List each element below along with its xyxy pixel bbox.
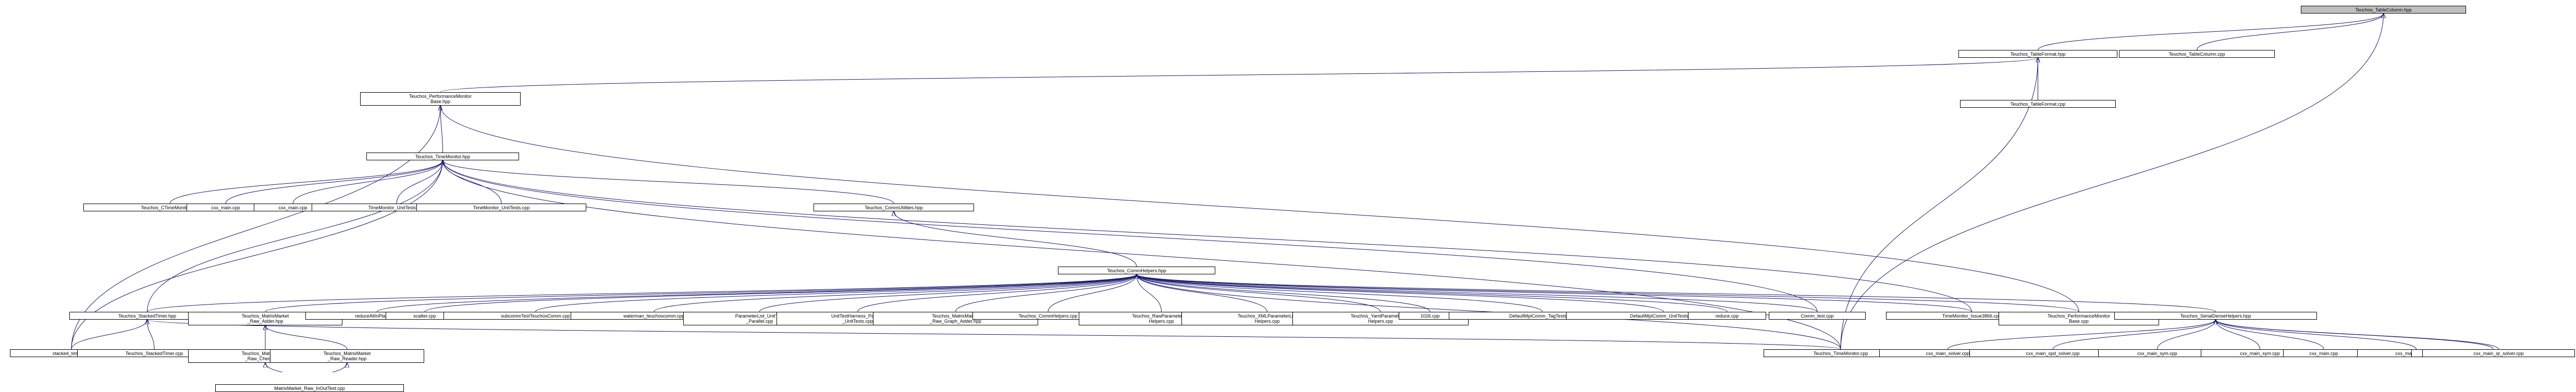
node-cxx-main-qr-solver-cpp[interactable]: cxx_main_qr_solver.cpp <box>2422 349 2575 357</box>
edge-performance-monitor-base-cpp-to-performance-monitor-base-hpp <box>440 106 2079 312</box>
edge-cxx-main-cpp-2-to-time-monitor-hpp <box>292 160 443 204</box>
node-cxx-main-sym-cpp-1[interactable]: cxx_main_sym.cpp <box>2098 349 2216 357</box>
edge-comm-test-cpp-to-time-monitor-hpp <box>443 160 1818 312</box>
edge-cxx-main-spd-solver-cpp-to-serial-dense-helpers-hpp <box>2052 320 2216 350</box>
edge-table-column-cpp-to-table-column-hpp <box>2197 14 2384 50</box>
edge-stacked-timer-hpp-to-time-monitor-hpp <box>147 160 443 312</box>
edge-waterman-teuchoscomm-cpp-to-comm-helpers-hpp <box>654 274 1137 312</box>
edge-1026-cpp-to-comm-helpers-hpp <box>1137 274 1431 312</box>
edge-ctime-monitor-cpp-to-time-monitor-hpp <box>169 160 443 204</box>
edge-time-monitor-issue-3866-cpp-to-comm-helpers-hpp <box>1137 274 1972 312</box>
edge-cxx-main-solver-cpp-to-serial-dense-helpers-hpp <box>1948 320 2216 350</box>
edge-stacked-timer-cpp-2-to-stacked-timer-hpp <box>147 320 155 350</box>
edge-cxx-main-band-cpp-to-serial-dense-helpers-hpp <box>2216 320 2417 350</box>
edge-time-monitor-cpp-to-table-column-hpp <box>1840 14 2384 350</box>
edge-cxx-main-sym-cpp-1-to-serial-dense-helpers-hpp <box>2157 320 2216 350</box>
node-table-column-hpp: Teuchos_TableColumn.hpp <box>2301 6 2466 14</box>
edge-comm-test-cpp-to-comm-helpers-hpp <box>1137 274 1818 312</box>
edge-unit-test-harness-parallel-cpp-to-comm-helpers-hpp <box>857 274 1137 312</box>
edge-cxx-main-qr-solver-cpp-to-serial-dense-helpers-hpp <box>2216 320 2499 350</box>
edge-cxx-main-cpp-3-to-serial-dense-helpers-hpp <box>2216 320 2324 350</box>
node-reduce-cpp[interactable]: reduce.cpp <box>1688 312 1766 320</box>
node-comm-helpers-hpp[interactable]: Teuchos_CommHelpers.hpp <box>1058 267 1215 274</box>
node-table-column-cpp[interactable]: Teuchos_TableColumn.cpp <box>2119 50 2275 58</box>
node-table-format-hpp[interactable]: Teuchos_TableFormat.hpp <box>1958 50 2117 58</box>
edge-matrix-market-raw-graph-adder-hpp-to-comm-helpers-hpp <box>955 274 1137 312</box>
edge-matrix-market-raw-in-out-test-cpp-to-matrix-market-raw-checker-hpp <box>265 363 284 372</box>
edge-raw-parameter-list-helpers-cpp-to-comm-helpers-hpp <box>1137 274 1162 312</box>
edge-serial-dense-helpers-hpp-to-comm-helpers-hpp <box>1137 274 2216 312</box>
node-comm-utilities-hpp[interactable]: Teuchos_CommUtilities.hpp <box>814 204 974 211</box>
node-cxx-main-cpp-1[interactable]: cxx_main.cpp <box>187 204 265 211</box>
edge-scatter-cpp-to-comm-helpers-hpp <box>424 274 1137 312</box>
edge-matrix-market-raw-adder-hpp-to-comm-helpers-hpp <box>265 274 1137 312</box>
edge-comm-helpers-hpp-to-comm-utilities-hpp <box>894 211 1137 267</box>
edge-performance-monitor-base-cpp-to-comm-helpers-hpp <box>1137 274 2079 312</box>
edge-comm-utilities-hpp-to-time-monitor-hpp <box>443 160 894 204</box>
edge-default-mpi-comm-tag-tests-cpp-to-comm-helpers-hpp <box>1137 274 1543 312</box>
node-cxx-main-cpp-3[interactable]: cxx_main.cpp <box>2283 349 2364 357</box>
edge-reduce-all-in-place-cpp-to-comm-helpers-hpp <box>377 274 1137 312</box>
edge-matrix-market-raw-reader-hpp-to-matrix-market-raw-adder-hpp <box>265 325 348 350</box>
edge-comm-helpers-cpp-to-comm-helpers-hpp <box>1047 274 1137 312</box>
node-matrix-market-raw-in-out-test-cpp[interactable]: MatrixMarket_Raw_InOutTest.cpp <box>215 384 404 392</box>
edge-default-mpi-comm-unit-tests-cpp-to-comm-helpers-hpp <box>1137 274 1664 312</box>
edge-layer <box>71 0 2499 372</box>
edge-table-format-hpp-to-table-column-hpp <box>2038 14 2384 50</box>
node-serial-dense-helpers-hpp[interactable]: Teuchos_SerialDenseHelpers.hpp <box>2114 312 2317 320</box>
edge-time-monitor-issue-3866-cpp-to-time-monitor-hpp <box>443 160 1972 312</box>
edge-stacked-timer-cpp-1-to-performance-monitor-base-hpp <box>71 106 440 350</box>
node-time-monitor-unit-tests-cpp-2[interactable]: TimeMonitor_UnitTests.cpp <box>416 204 586 211</box>
edge-performance-monitor-base-hpp-to-table-format-hpp <box>440 58 2038 93</box>
edge-time-monitor-unit-tests-cpp-2-to-time-monitor-hpp <box>443 160 502 204</box>
edge-parameter-list-unit-test-parallel-cpp-to-comm-helpers-hpp <box>759 274 1137 312</box>
node-performance-monitor-base-hpp[interactable]: Teuchos_PerformanceMonitor Base.hpp <box>360 92 521 106</box>
edge-matrix-market-raw-in-out-test-cpp-to-matrix-market-raw-reader-hpp <box>331 363 347 372</box>
edge-stacked-timer-hpp-to-comm-helpers-hpp <box>147 274 1137 312</box>
edge-stacked-timer-cpp-1-to-stacked-timer-hpp <box>71 320 147 350</box>
node-matrix-market-raw-reader-hpp[interactable]: Teuchos_MatrixMarket _Raw_Reader.hpp <box>270 349 424 363</box>
node-time-monitor-hpp[interactable]: Teuchos_TimeMonitor.hpp <box>366 153 519 160</box>
node-comm-test-cpp[interactable]: Comm_test.cpp <box>1769 312 1866 320</box>
edge-xml-parameter-list-helpers-cpp-to-comm-helpers-hpp <box>1137 274 1267 312</box>
edge-time-monitor-cpp-to-time-monitor-hpp <box>443 160 1841 350</box>
edge-time-monitor-hpp-to-performance-monitor-base-hpp <box>440 106 443 153</box>
edge-time-monitor-cpp-to-stacked-timer-hpp <box>147 320 1841 350</box>
edge-cxx-main-cpp-1-to-time-monitor-hpp <box>225 160 443 204</box>
edge-time-monitor-cpp-to-table-format-hpp <box>1840 58 2038 350</box>
node-table-format-cpp[interactable]: Teuchos_TableFormat.cpp <box>1960 100 2116 108</box>
edge-reduce-cpp-to-comm-helpers-hpp <box>1137 274 1728 312</box>
edge-time-monitor-unit-tests-cpp-1-to-time-monitor-hpp <box>396 160 443 204</box>
edge-subcomm-test-cpp-to-comm-helpers-hpp <box>535 274 1137 312</box>
